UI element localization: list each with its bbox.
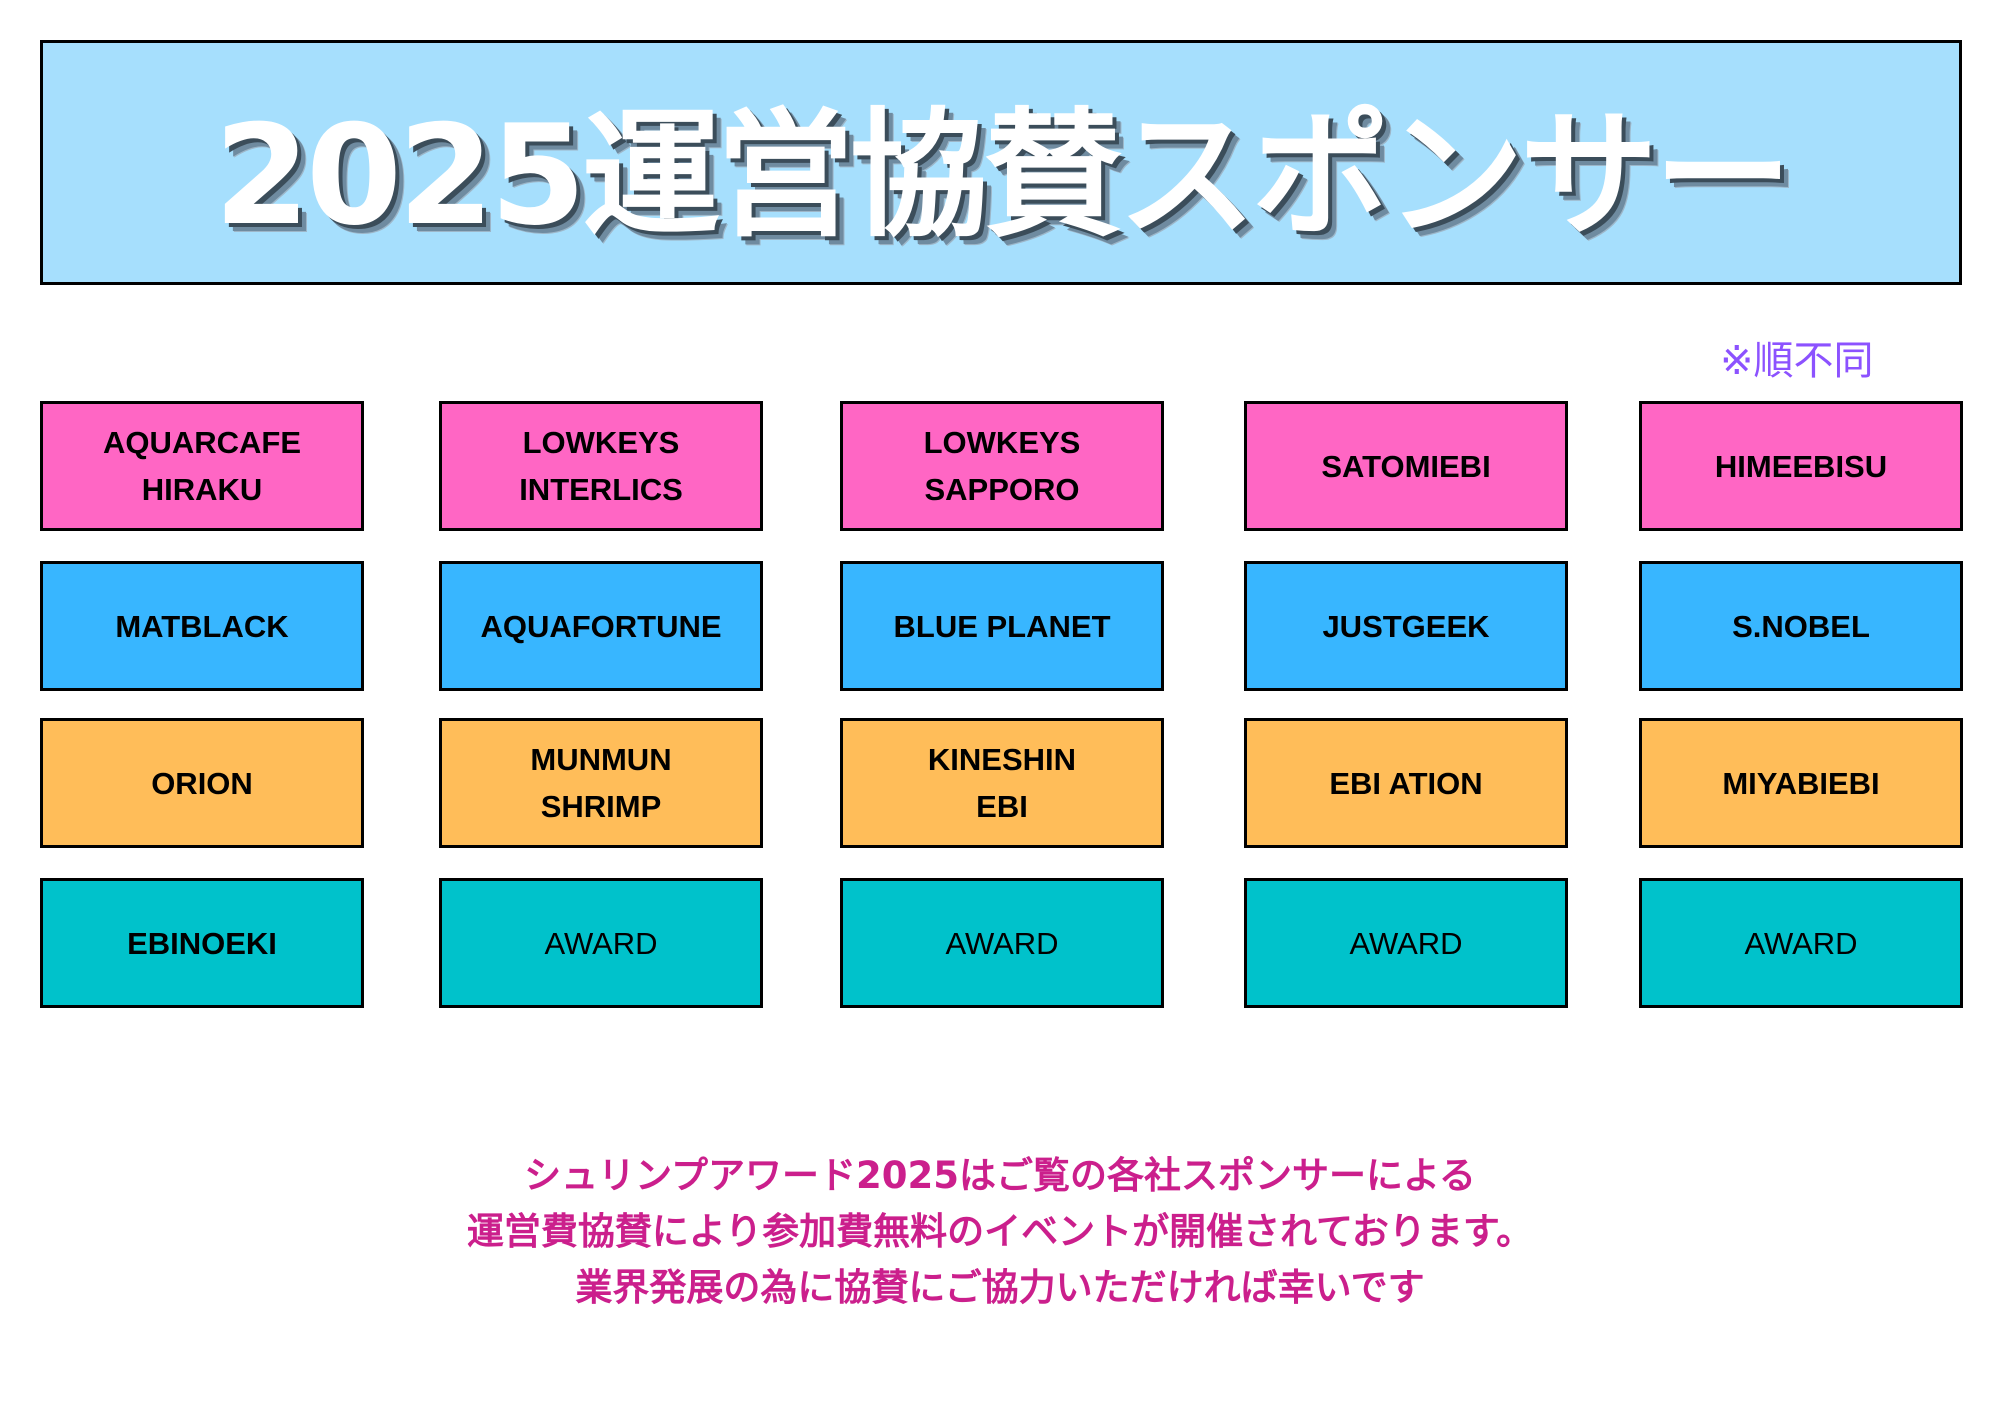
- sponsor-box: MUNMUN SHRIMP: [439, 718, 763, 848]
- sponsor-box: AQUARCAFE HIRAKU: [40, 401, 364, 531]
- title-banner: 2025運営協賛スポンサー: [40, 40, 1962, 285]
- order-note: ※順不同: [1720, 338, 1874, 384]
- sponsor-box: EBINOEKI: [40, 878, 364, 1008]
- sponsor-box: HIMEEBISU: [1639, 401, 1963, 531]
- sponsor-box: BLUE PLANET: [840, 561, 1164, 691]
- sponsor-box: S.NOBEL: [1639, 561, 1963, 691]
- footer-message: シュリンプアワード2025はご覧の各社スポンサーによる 運営費協賛により参加費無…: [0, 1148, 2000, 1316]
- sponsor-box: AQUAFORTUNE: [439, 561, 763, 691]
- footer-line: シュリンプアワード2025はご覧の各社スポンサーによる: [524, 1154, 1476, 1197]
- page-title: 2025運営協賛スポンサー: [213, 94, 1792, 256]
- sponsor-box: AWARD: [1639, 878, 1963, 1008]
- sponsor-box: AWARD: [840, 878, 1164, 1008]
- sponsor-box: LOWKEYS SAPPORO: [840, 401, 1164, 531]
- footer-line: 業界発展の為に協賛にご協力いただければ幸いです: [575, 1266, 1425, 1309]
- footer-line: 運営費協賛により参加費無料のイベントが開催されております。: [466, 1210, 1534, 1253]
- sponsor-box: EBI ATION: [1244, 718, 1568, 848]
- sponsor-box: JUSTGEEK: [1244, 561, 1568, 691]
- sponsor-box: MATBLACK: [40, 561, 364, 691]
- sponsor-box: KINESHIN EBI: [840, 718, 1164, 848]
- sponsor-box: MIYABIEBI: [1639, 718, 1963, 848]
- sponsor-box: AWARD: [439, 878, 763, 1008]
- sponsor-box: SATOMIEBI: [1244, 401, 1568, 531]
- sponsor-box: AWARD: [1244, 878, 1568, 1008]
- sponsor-box: LOWKEYS INTERLICS: [439, 401, 763, 531]
- sponsor-box: ORION: [40, 718, 364, 848]
